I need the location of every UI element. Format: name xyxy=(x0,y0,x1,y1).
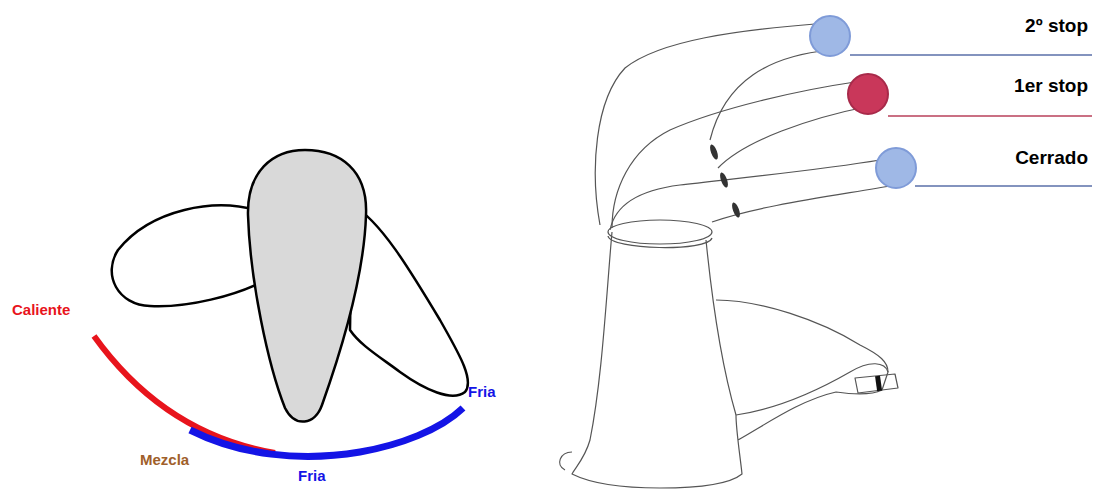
lever-right xyxy=(350,205,468,396)
leader-line xyxy=(850,54,1092,55)
position-dot xyxy=(848,74,888,114)
aerator xyxy=(855,374,898,393)
lever-second xyxy=(595,24,843,225)
position-dot xyxy=(876,148,916,188)
lever-first xyxy=(612,82,878,228)
temperature-label: Fria xyxy=(468,384,496,401)
lever-left xyxy=(112,206,262,307)
position-label: 2º stop xyxy=(1025,16,1088,37)
collar-edge xyxy=(608,236,712,248)
position-dot xyxy=(810,16,850,56)
faucet-body xyxy=(572,232,888,488)
position-mark xyxy=(718,171,729,188)
faucet-column xyxy=(706,240,736,415)
aerator-mark xyxy=(875,376,882,392)
temperature-label: Caliente xyxy=(12,302,70,319)
collar xyxy=(608,220,712,244)
temperature-label: Fria xyxy=(298,468,326,485)
drain-knob xyxy=(560,452,572,470)
hot-arc xyxy=(94,336,275,453)
leader-line xyxy=(888,115,1092,116)
cold-arc xyxy=(190,408,463,456)
lever-center xyxy=(248,150,366,422)
leader-line xyxy=(915,185,1092,186)
position-label: Cerrado xyxy=(1015,148,1088,169)
position-label: 1er stop xyxy=(1014,76,1088,97)
temperature-label: Mezcla xyxy=(140,452,189,469)
position-mark xyxy=(708,143,719,160)
lever-closed xyxy=(610,160,904,230)
faucet-spout-top xyxy=(716,300,888,372)
position-mark xyxy=(730,201,741,218)
